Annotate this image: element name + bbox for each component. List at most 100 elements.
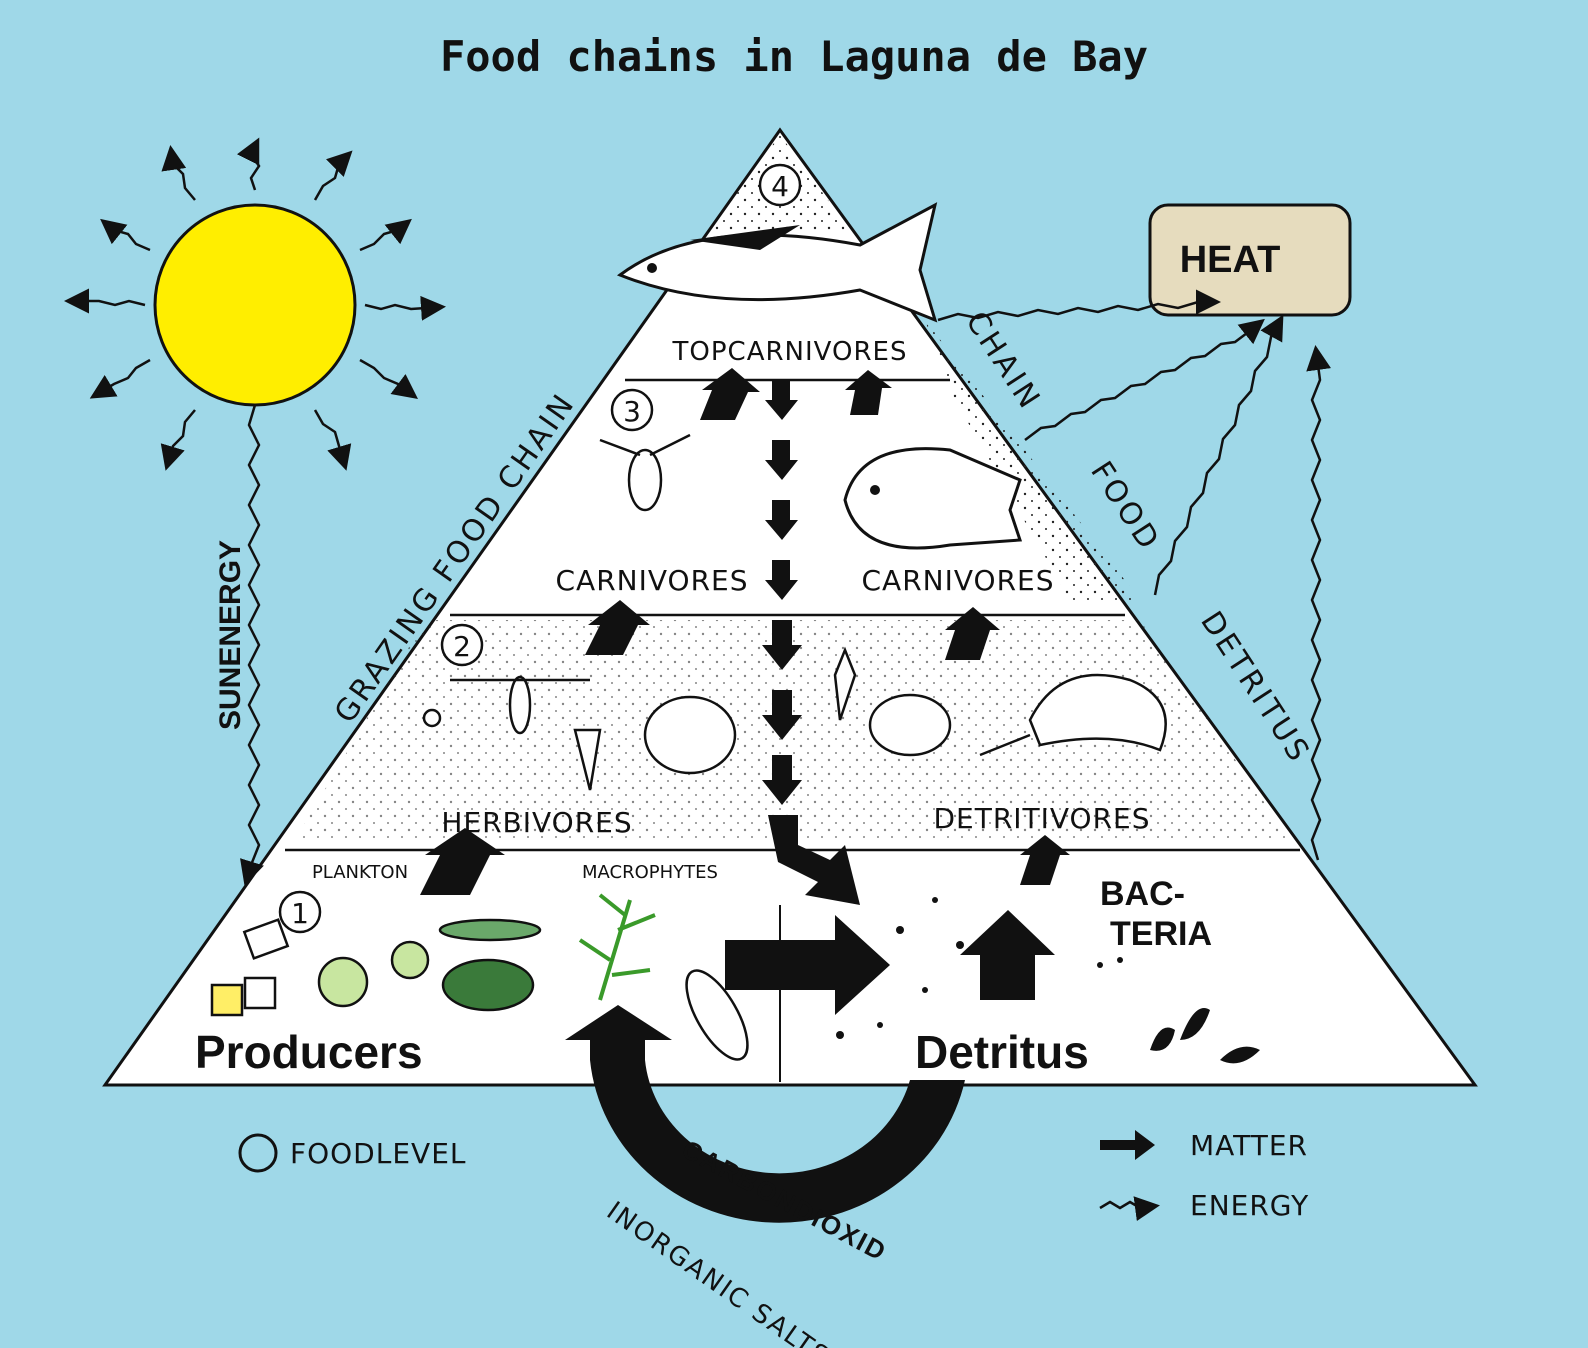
leaf-litter-icon [1150, 1008, 1260, 1064]
matter-arrow-down [762, 690, 802, 740]
plankton-label: PLANKTON [312, 862, 408, 883]
antenna [649, 433, 691, 457]
top-carnivore-fish-icon [616, 202, 938, 323]
carnivore-fish-icon [843, 447, 1023, 550]
foodlevel-legend-icon [238, 1133, 278, 1173]
phytoplankton-icon [317, 956, 369, 1008]
matter-arrow-producers-detritus [725, 915, 890, 1015]
fish-eye [647, 263, 657, 273]
antenna [979, 733, 1031, 757]
copepod-icon [627, 448, 663, 512]
particle [836, 1031, 844, 1039]
producers-label: Producers [195, 1026, 423, 1078]
sun-ray [160, 409, 196, 471]
diagram-title: Food chains in Laguna de Bay [439, 32, 1148, 81]
rotifer-icon [573, 728, 602, 791]
macrophyte-icon [578, 893, 656, 1001]
sun-ray [161, 145, 196, 201]
detritus-particles [836, 897, 1260, 1064]
matter-legend-icon [1100, 1130, 1155, 1160]
detritivores-label: DETRITIVORES [933, 802, 1150, 835]
bacteria-label-line1: BAC- [1100, 875, 1185, 913]
heat-box-shape [1148, 203, 1352, 317]
particle [896, 926, 904, 934]
right-shading [925, 320, 1140, 600]
herbivore-shading [295, 620, 1290, 840]
level-number-2: 2 [453, 630, 471, 663]
energy-legend-label: ENERGY [1190, 1189, 1309, 1222]
water-flea-icon [868, 693, 952, 757]
diatom-icon [210, 983, 244, 1017]
algae-colony-icon [441, 958, 535, 1012]
zooplankton-group [422, 433, 1167, 791]
level-circle-1 [278, 890, 322, 934]
matter-arrow-down [765, 380, 798, 420]
sun-ray [359, 218, 412, 252]
diatom-large-icon [685, 969, 749, 1061]
particle [922, 987, 928, 993]
matter-arrow-down [762, 755, 802, 805]
energy-arrow-top [937, 289, 1221, 322]
matter-legend-label: MATTER [1190, 1129, 1308, 1162]
sun-ray [313, 409, 352, 471]
heat-label: HEAT [1180, 239, 1281, 281]
macrophytes-label: MACROPHYTES [582, 862, 718, 883]
matter-arrow-down [765, 500, 798, 540]
detritus-label: Detritus [915, 1026, 1089, 1078]
energy-arrow-middle [1024, 318, 1265, 441]
heat-energy-arrows [937, 289, 1332, 861]
energy-arrow-far-right [1306, 345, 1332, 861]
mite-icon [422, 708, 442, 728]
particle [932, 897, 938, 903]
level-markers: 4 3 2 1 [278, 163, 802, 934]
level-number-3: 3 [623, 395, 641, 428]
legend: FOODLEVEL MATTER ENERGY [238, 1129, 1309, 1222]
sun-energy-arrow [240, 404, 264, 886]
top-carnivores-label: TOPCARNIVORES [672, 337, 908, 367]
matter-arrow-down [762, 620, 802, 670]
bacteria-label-line2: TERIA [1110, 915, 1212, 953]
level-number-4: 4 [771, 170, 789, 203]
level-circle-4 [758, 163, 802, 207]
level-circle-3 [610, 388, 654, 432]
carnivores-left-label: CARNIVORES [556, 564, 749, 597]
particle [1097, 962, 1103, 968]
particle [956, 941, 964, 949]
sun [64, 137, 446, 886]
matter-arrow-detritus-bacteria [960, 910, 1055, 1000]
sun-energy-label: SUNENERGY [214, 540, 247, 730]
matter-arrow-bacteria-detritivores [1020, 835, 1070, 885]
sun-rays [64, 137, 446, 471]
matter-arrow-right-top [845, 370, 892, 415]
carnivore-fish [843, 447, 1023, 550]
larva-icon [833, 646, 857, 721]
matter-arrow-carnivores-top [700, 368, 760, 420]
sun-ray [364, 295, 446, 321]
sun-ray [313, 150, 353, 201]
algae-chain-icon [438, 918, 542, 942]
water-flea-icon [643, 695, 737, 775]
sun-ray [64, 288, 146, 314]
matter-arrow-curved-detritus [768, 815, 860, 905]
sun-ray [359, 358, 418, 399]
matter-arrow-down [765, 560, 798, 600]
copepod-icon [508, 675, 532, 735]
recycle-arrow-shape [565, 1005, 965, 1223]
foodlevel-legend-label: FOODLEVEL [290, 1137, 466, 1170]
energy-legend-icon [1099, 1196, 1160, 1222]
particle [877, 1022, 883, 1028]
sun-ray [236, 137, 261, 191]
matter-arrow-detritivores-carnivores [945, 607, 1000, 660]
diatom-icon [243, 976, 277, 1010]
antenna [599, 438, 641, 457]
sun-disc [153, 203, 357, 407]
producer-organisms [210, 893, 749, 1061]
matter-arrow-producers-herbivores [420, 828, 505, 895]
matter-arrows [420, 368, 1070, 1015]
diatom-icon [242, 918, 290, 960]
fish-eye [870, 485, 880, 495]
amphipod-icon [1028, 673, 1167, 752]
matter-arrow-herbivores-carnivores [585, 600, 650, 655]
